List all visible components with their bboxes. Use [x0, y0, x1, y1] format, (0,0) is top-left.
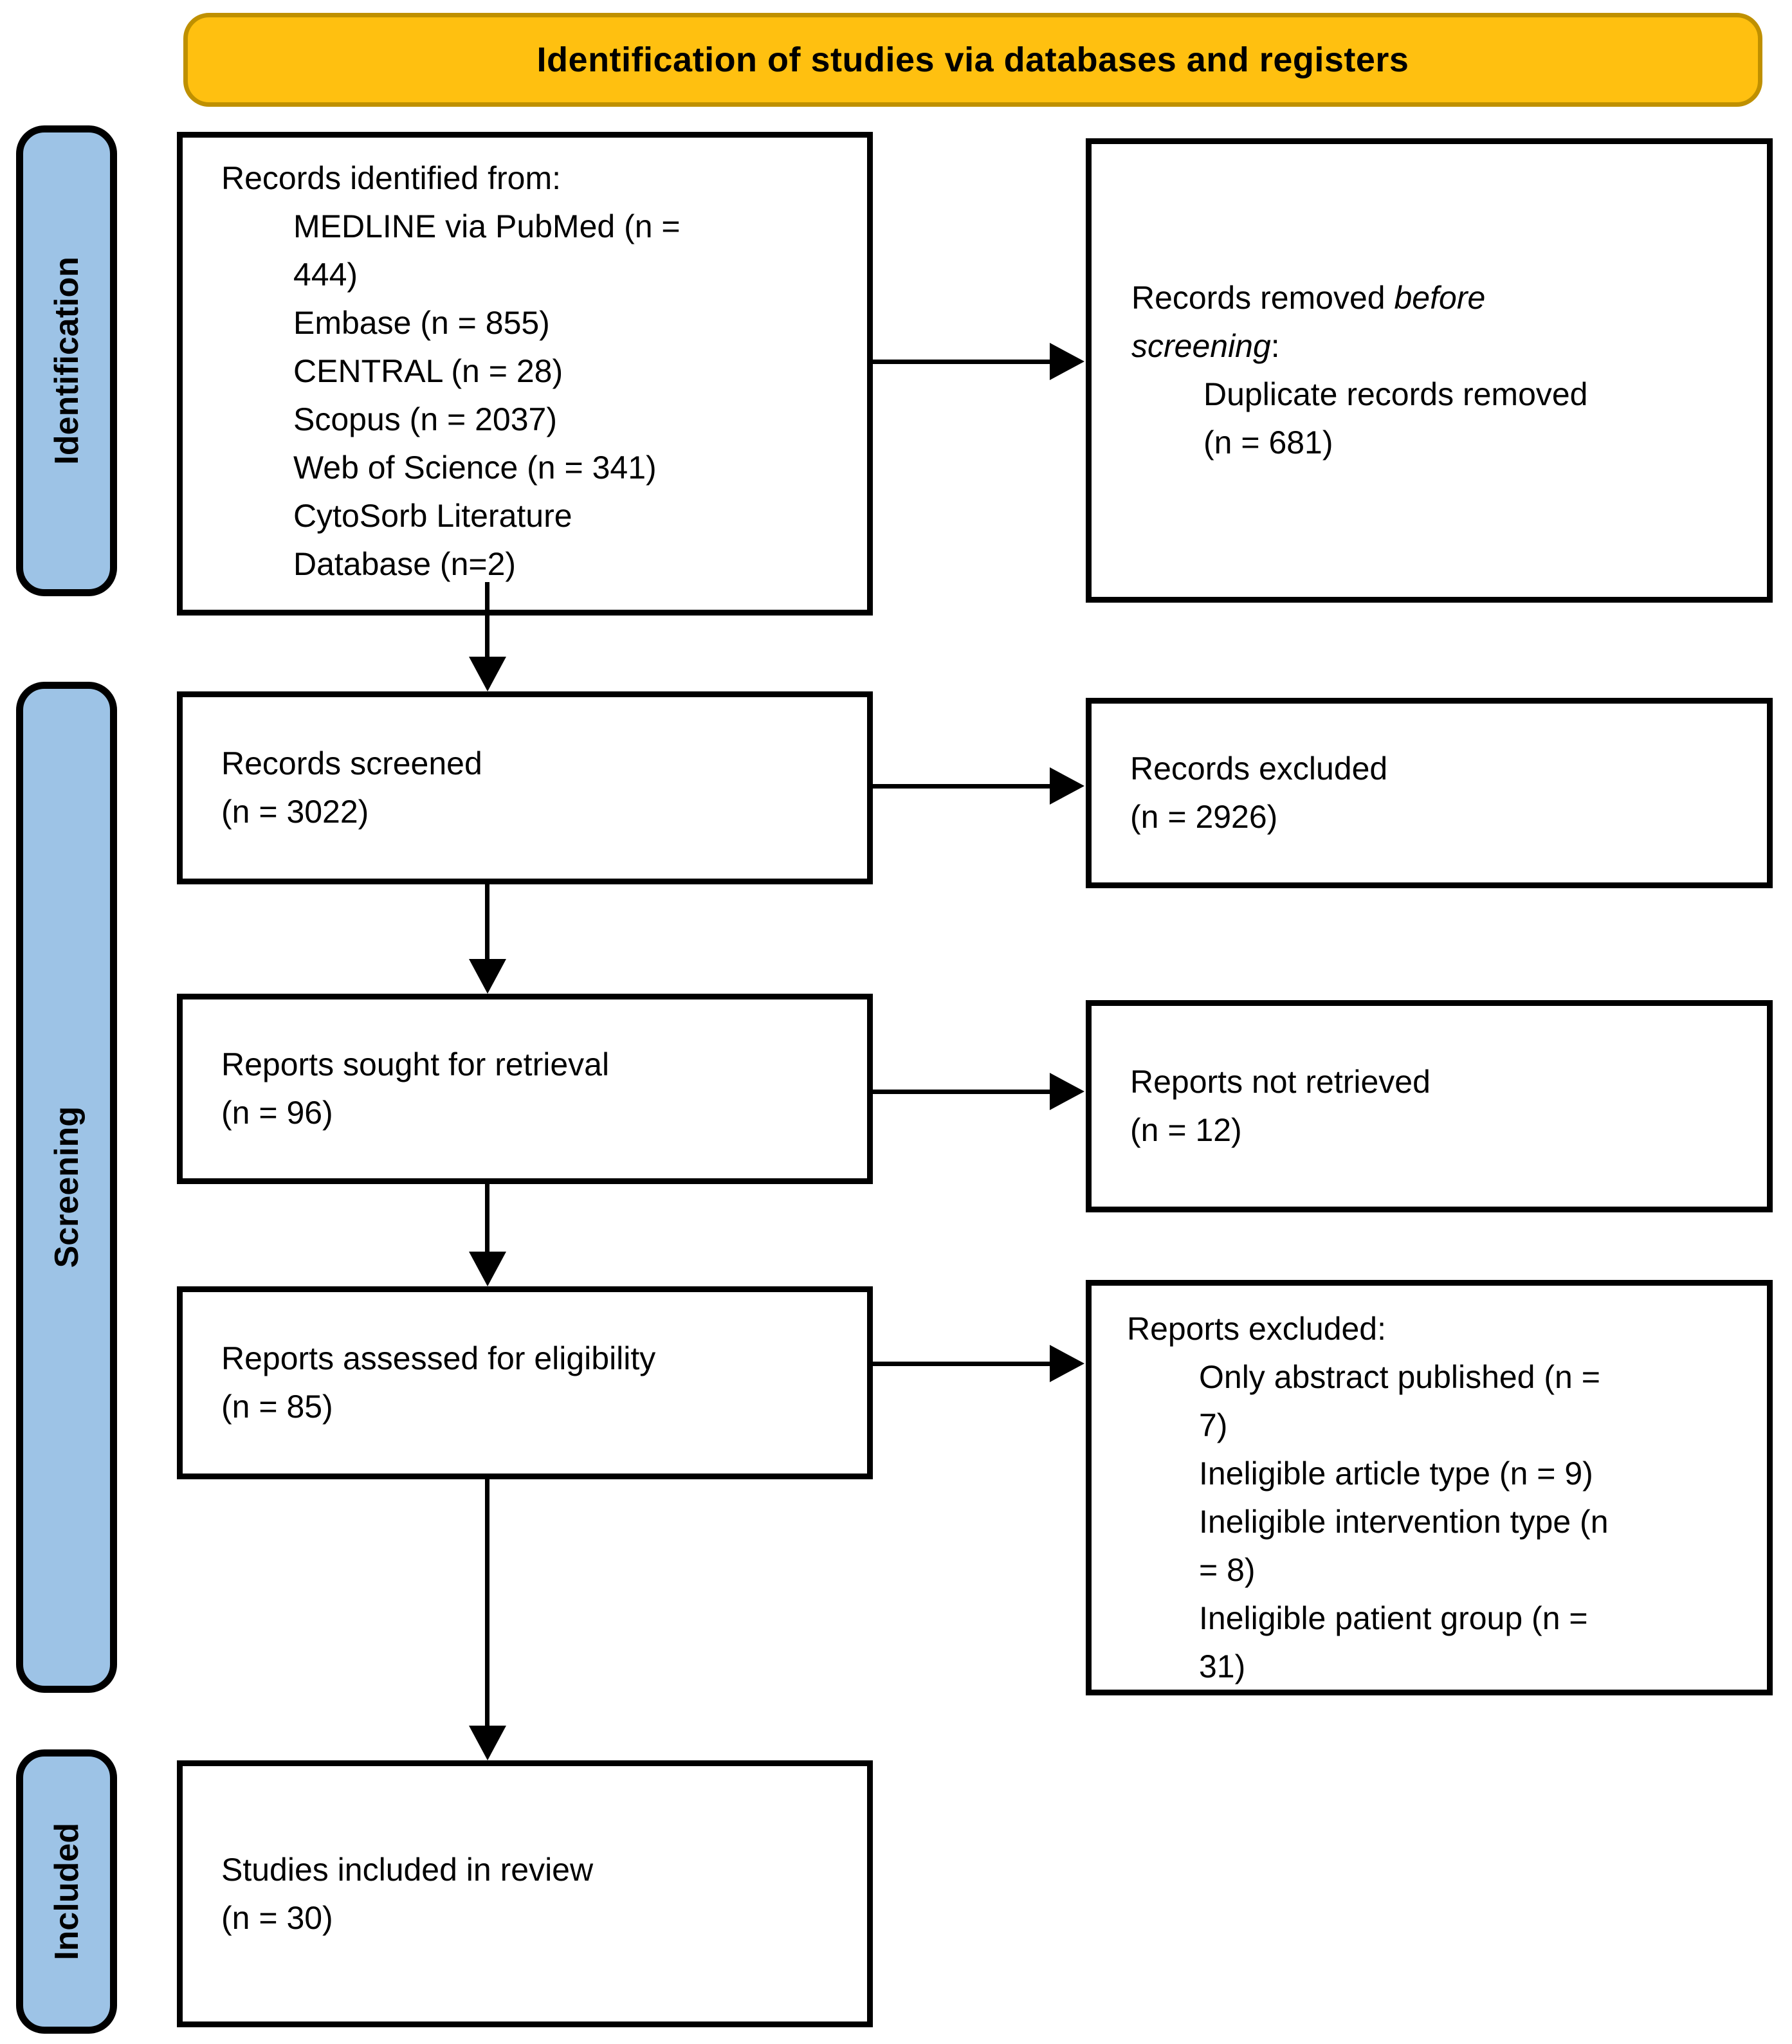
arrow-identified-to-removed-shaft [870, 360, 1051, 364]
arrow-screened-to-sought-head [469, 959, 506, 994]
studies-included-line-1: Studies included in review [221, 1851, 594, 1888]
arrow-sought-to-assessed-head [469, 1252, 506, 1286]
arrow-screened-to-excluded-head [1050, 767, 1084, 805]
records-identified-item-cytosorb: CytoSorb Literature Database (n=2) [293, 498, 572, 582]
box-records-excluded: Records excluded (n = 2926) [1086, 698, 1773, 888]
reports-sought-line-2: (n = 96) [221, 1095, 333, 1131]
arrow-sought-to-not-retrieved-head [1050, 1073, 1084, 1110]
box-records-identified: Records identified from: MEDLINE via Pub… [177, 132, 873, 616]
arrow-identified-to-screened-head [469, 657, 506, 691]
stage-identification-label: Identification [48, 257, 86, 465]
arrow-assessed-to-reports-excluded-shaft [870, 1362, 1051, 1366]
arrow-identified-to-screened-shaft [485, 582, 489, 659]
studies-included-line-2: (n = 30) [221, 1899, 333, 1936]
box-reports-not-retrieved: Reports not retrieved (n = 12) [1086, 1000, 1773, 1212]
records-removed-item-duplicates: Duplicate records removed (n = 681) [1203, 376, 1588, 461]
arrow-assessed-to-reports-excluded-head [1050, 1345, 1084, 1382]
arrow-screened-to-sought-shaft [485, 882, 489, 961]
box-records-removed: Records removed before screening: Duplic… [1086, 138, 1773, 603]
records-identified-item-scopus: Scopus (n = 2037) [293, 401, 557, 437]
banner-title: Identification of studies via databases … [536, 41, 1409, 79]
reports-excluded-item-article-type: Ineligible article type (n = 9) [1199, 1455, 1593, 1492]
records-removed-title: Records removed before screening: [1131, 274, 1582, 370]
box-studies-included: Studies included in review (n = 30) [177, 1760, 873, 2027]
records-screened-line-1: Records screened [221, 745, 482, 781]
records-identified-item-web-of-science: Web of Science (n = 341) [293, 450, 657, 486]
box-reports-excluded: Reports excluded: Only abstract publishe… [1086, 1280, 1773, 1695]
records-removed-title-prefix: Records removed [1131, 280, 1394, 316]
arrow-assessed-to-included-shaft [485, 1477, 489, 1728]
stage-identification: Identification [16, 125, 117, 596]
records-identified-item-central: CENTRAL (n = 28) [293, 353, 563, 389]
records-identified-item-medline: MEDLINE via PubMed (n = 444) [293, 208, 681, 293]
arrow-sought-to-assessed-shaft [485, 1182, 489, 1254]
box-reports-sought: Reports sought for retrieval (n = 96) [177, 994, 873, 1184]
reports-not-retrieved-line-2: (n = 12) [1130, 1112, 1242, 1148]
arrow-identified-to-removed-head [1050, 343, 1084, 380]
box-records-screened: Records screened (n = 3022) [177, 691, 873, 884]
stage-screening-label: Screening [48, 1106, 86, 1268]
arrow-assessed-to-included-head [469, 1726, 506, 1760]
stage-screening: Screening [16, 682, 117, 1693]
stage-included-label: Included [48, 1823, 86, 1960]
stage-included: Included [16, 1749, 117, 2034]
arrow-screened-to-excluded-shaft [870, 784, 1051, 789]
reports-excluded-title: Reports excluded: [1127, 1311, 1387, 1347]
records-removed-title-italic: before screening [1131, 280, 1486, 364]
reports-assessed-line-1: Reports assessed for eligibility [221, 1340, 656, 1376]
reports-assessed-line-2: (n = 85) [221, 1389, 333, 1425]
reports-excluded-item-abstract-only: Only abstract published (n = 7) [1199, 1359, 1600, 1443]
reports-sought-line-1: Reports sought for retrieval [221, 1046, 610, 1082]
records-excluded-line-2: (n = 2926) [1130, 799, 1278, 835]
box-reports-assessed: Reports assessed for eligibility (n = 85… [177, 1286, 873, 1479]
records-excluded-line-1: Records excluded [1130, 751, 1388, 787]
records-screened-line-2: (n = 3022) [221, 794, 369, 830]
reports-excluded-item-intervention-type: Ineligible intervention type (n = 8) [1199, 1504, 1609, 1588]
arrow-sought-to-not-retrieved-shaft [870, 1090, 1051, 1094]
records-identified-item-embase: Embase (n = 855) [293, 305, 550, 341]
reports-excluded-item-patient-group: Ineligible patient group (n = 31) [1199, 1600, 1588, 1684]
banner: Identification of studies via databases … [183, 13, 1762, 107]
records-identified-title: Records identified from: [221, 160, 562, 196]
reports-not-retrieved-line-1: Reports not retrieved [1130, 1064, 1431, 1100]
records-removed-title-suffix: : [1270, 328, 1280, 364]
